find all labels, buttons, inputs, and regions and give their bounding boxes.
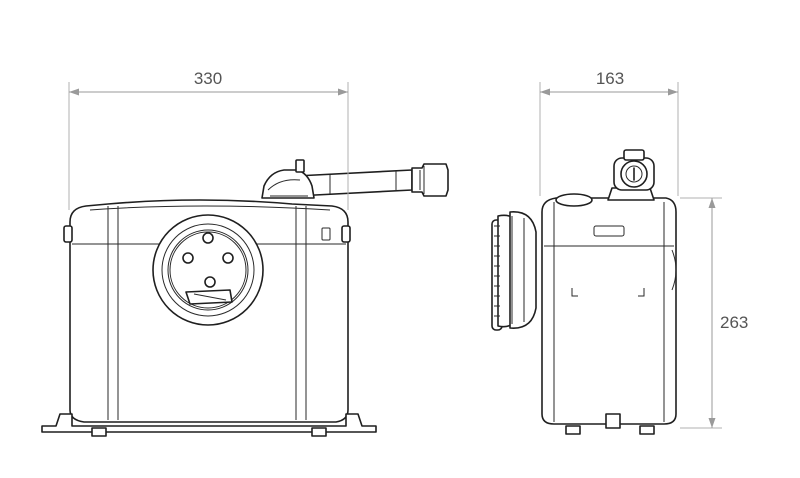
side-view: [491, 149, 677, 435]
dimension-side-depth: 163: [539, 69, 679, 196]
height-label: 263: [720, 313, 748, 332]
dimension-front-width: 330: [68, 69, 349, 210]
front-outlet-pipe: [261, 159, 449, 199]
dimension-height: 263: [680, 197, 748, 429]
side-inlet-rings: [491, 211, 537, 331]
front-view: [41, 159, 449, 437]
front-width-label: 330: [194, 69, 222, 88]
side-depth-label: 163: [596, 69, 624, 88]
side-tank-body: [541, 193, 677, 435]
front-inlet-flange: [152, 214, 264, 326]
side-outlet-connector: [607, 149, 655, 201]
front-base-feet: [41, 413, 377, 437]
